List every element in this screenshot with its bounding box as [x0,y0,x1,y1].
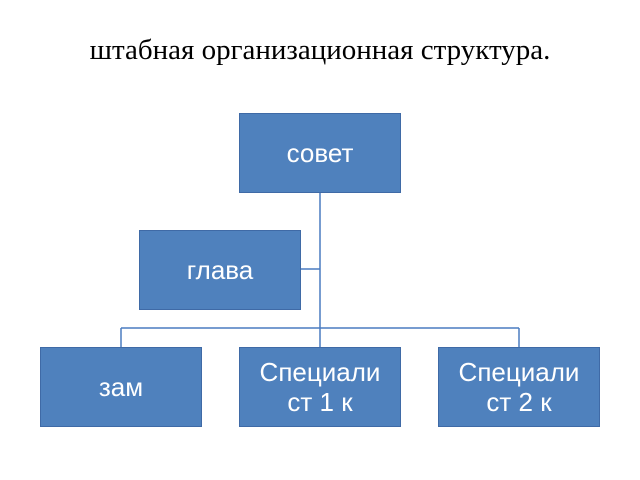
node-specialist-2-line2: ст 2 к [486,387,552,417]
node-head-label: глава [186,255,254,285]
node-specialist-2: Специали ст 2 к [438,347,600,427]
node-council: совет [239,113,401,193]
node-specialist-1: Специали ст 1 к [239,347,401,427]
node-deputy: зам [40,347,202,427]
slide-title: штабная организационная структура. [89,34,551,66]
node-specialist-2-line1: Специали [458,357,580,387]
node-head: глава [139,230,301,310]
node-specialist-1-line1: Специали [259,357,381,387]
node-deputy-label: зам [98,372,144,402]
node-specialist-1-line2: ст 1 к [287,387,353,417]
node-council-label: совет [286,138,354,168]
